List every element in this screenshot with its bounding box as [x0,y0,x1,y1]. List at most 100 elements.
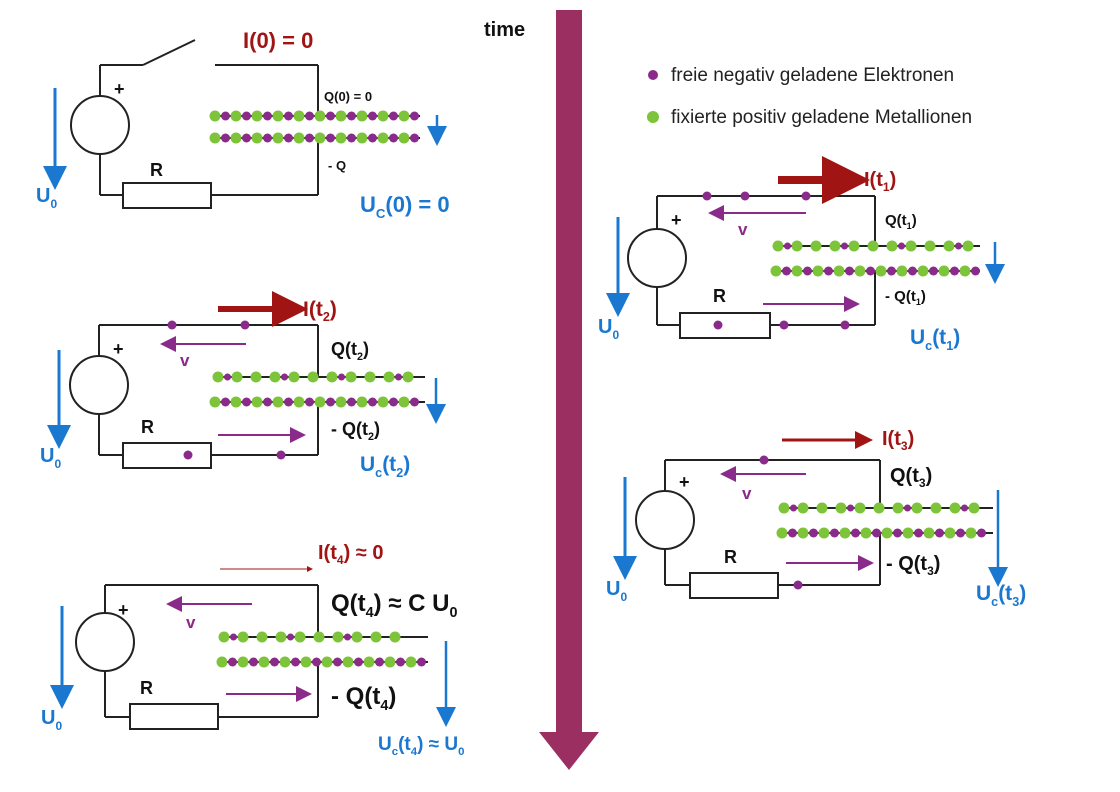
voltage-source [70,95,130,155]
ion-dot [294,631,306,643]
electron-dot [841,242,848,250]
current-label-t4: I(t4) ≈ 0 [318,542,383,567]
electron-dot [347,133,356,143]
ion-dot [833,265,845,277]
electron-dot [866,266,875,276]
ion-dot [938,265,950,277]
voltage-source [635,490,695,550]
ion-dot [342,656,354,668]
ion-dot [251,110,263,122]
electron-dot [782,266,791,276]
electron-dot [977,528,986,538]
electron-dot [395,373,402,381]
ion-dot [258,656,270,668]
ion-dot [293,110,305,122]
ion-dot [797,527,809,539]
u0-label: U0 [36,185,57,211]
electron-dot [809,528,818,538]
electron-dot [410,397,419,407]
ion-dot [275,631,287,643]
ion-dot [776,527,788,539]
electron-dot [956,528,965,538]
ion-dot [791,265,803,277]
electron-dot [904,504,911,512]
electron-dot [326,133,335,143]
electron-dot [898,242,905,250]
ion-dot [875,265,887,277]
ion-dot [770,265,782,277]
ion-dot [873,502,885,514]
current-label-t3: I(t3) [882,428,914,453]
ion-dot [300,656,312,668]
electron-dot [955,242,962,250]
neg-charge-label-t0: - Q [328,158,346,173]
ion-dot [314,132,326,144]
current-label-t2: I(t2) [303,298,337,324]
electron-dot [417,657,426,667]
electron-dot [788,528,797,538]
u0-label: U0 [598,316,619,342]
ion-dot [848,240,860,252]
ion-dot [307,371,319,383]
free-electrons-t2 [167,320,286,460]
ion-dot [237,656,249,668]
uc-label-t4: Uc(t4) ≈ U0 [378,734,464,758]
ion-dot [398,110,410,122]
plate-particles-t1 [770,240,980,277]
ion-dot [791,240,803,252]
neg-charge-label-t1: - Q(t1) [885,288,926,307]
electron-dot [284,133,293,143]
ion-dot [854,265,866,277]
ion-dot [965,527,977,539]
current-label-t1: I(t1) [864,169,896,194]
ion-dot [924,240,936,252]
electron-dot [284,397,293,407]
ion-dot [212,371,224,383]
electron-dot [784,242,791,250]
ion-dot [377,396,389,408]
electron-dot [914,528,923,538]
ion-dot [250,371,262,383]
ion-dot [269,371,281,383]
electron-dot [242,397,251,407]
electron-dot [830,528,839,538]
resistor [129,703,219,730]
electron-dot [305,397,314,407]
plate-particles-t0 [209,110,419,144]
electron-dot [263,111,272,121]
charge-label-t4: Q(t4) ≈ C U0 [331,590,458,621]
electron-dot [872,528,881,538]
velocity-label: v [738,220,748,239]
ion-dot [968,502,980,514]
velocity-label: v [186,613,196,632]
electron-dot [263,397,272,407]
electron-dot [935,528,944,538]
ion-dot [818,527,830,539]
u0-label: U0 [606,578,627,604]
plate-particles-t3 [776,502,986,539]
electron-dot [354,657,363,667]
ion-dot [279,656,291,668]
electron-dot [224,373,231,381]
resistor [689,572,779,599]
ion-dot [867,240,879,252]
resistor-label: R [140,678,153,698]
ion-dot [272,396,284,408]
ion-dot [370,631,382,643]
electron-dot [389,133,398,143]
electron-dot [281,373,288,381]
electron-dot [847,504,854,512]
resistor-label: R [713,286,726,306]
ion-dot [288,371,300,383]
ion-dot [812,265,824,277]
resistor [122,442,212,469]
ion-dot [816,502,828,514]
electron-dot [263,133,272,143]
ion-dot [356,132,368,144]
ion-dot [398,396,410,408]
ion-dot [917,265,929,277]
ion-dot [293,396,305,408]
u0-label: U0 [40,445,61,471]
neg-charge-label-t2: - Q(t2) [331,419,380,443]
ion-dot [896,265,908,277]
